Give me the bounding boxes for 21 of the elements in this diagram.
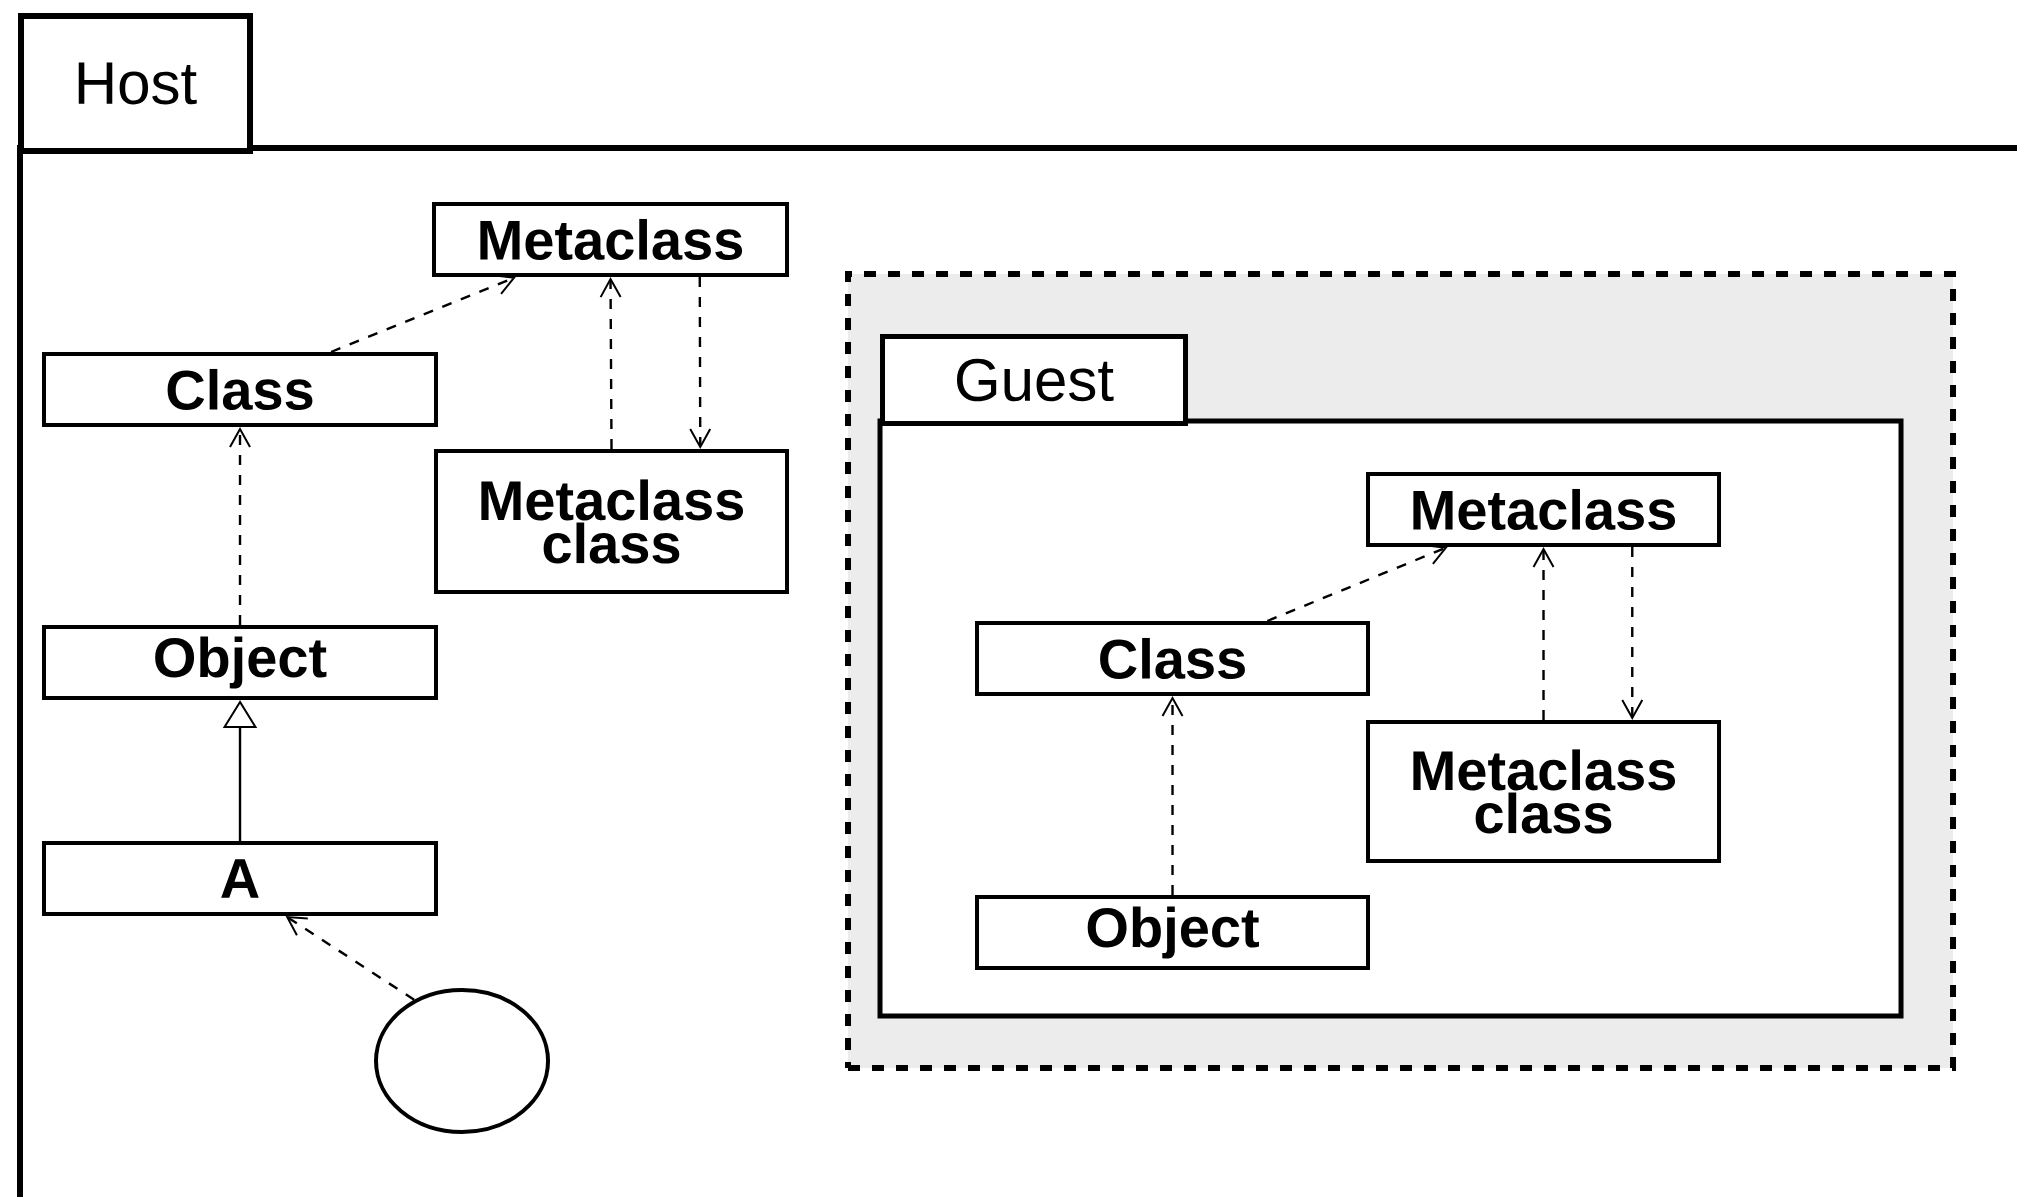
class-box: Metaclass class [1366, 720, 1721, 863]
dashed-arrow [229, 427, 251, 625]
dashed-arrow [689, 277, 712, 449]
node-label: Host [78, 62, 197, 105]
class-box: A [42, 841, 438, 916]
class-box: Object [975, 895, 1370, 970]
class-box: Class [975, 621, 1370, 696]
dashed-arrow [1621, 547, 1644, 720]
dashed-arrow [599, 277, 622, 449]
class-box: Object [42, 625, 438, 700]
dashed-arrow [1161, 696, 1184, 895]
class-box: Metaclass [432, 202, 789, 277]
class-box: Metaclass class [434, 449, 789, 594]
class-box: Metaclass [1366, 472, 1721, 547]
object-circle [374, 988, 550, 1134]
class-box: Class [42, 352, 438, 427]
dashed-arrow [1266, 544, 1448, 623]
dashed-arrow [330, 274, 516, 354]
dashed-arrow [285, 916, 415, 1001]
node-label: Guest [956, 358, 1114, 402]
dashed-arrow [1532, 547, 1555, 720]
